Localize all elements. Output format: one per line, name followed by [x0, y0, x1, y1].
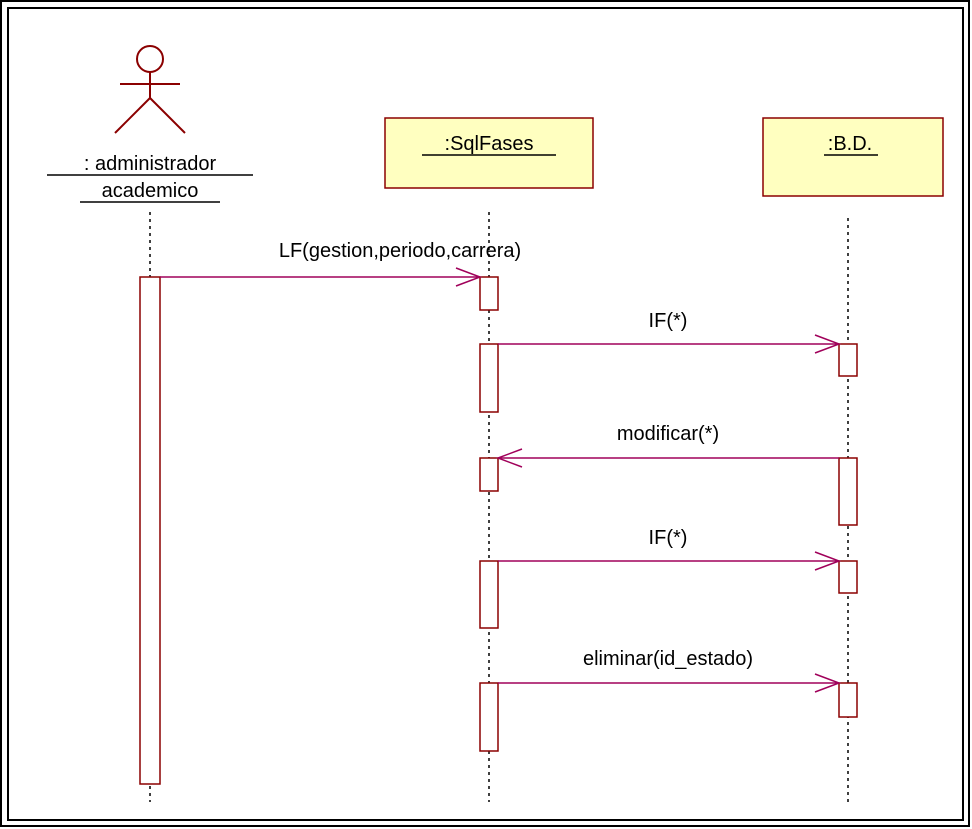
message-1-arrowhead-icon: [455, 267, 483, 287]
inner-frame: [7, 7, 964, 821]
object-box-sqlfases[interactable]: [384, 117, 594, 189]
message-2-label: IF(*): [649, 310, 688, 332]
activation-bd-1: [838, 343, 858, 377]
message-5-label: eliminar(id_estado): [583, 648, 753, 670]
actor-stick-figure-icon: [114, 45, 186, 134]
activation-sqlfases-5: [479, 682, 499, 752]
object-name-bd: :B.D.: [828, 133, 872, 155]
message-3[interactable]: modificar(*): [495, 423, 839, 468]
message-1-label: LF(gestion,periodo,carrera): [279, 240, 521, 262]
message-3-arrowhead-icon: [495, 448, 523, 468]
message-2-arrowhead-icon: [814, 334, 842, 354]
activation-bd-4: [838, 682, 858, 718]
message-5[interactable]: eliminar(id_estado): [498, 648, 842, 693]
activation-bd-2: [838, 457, 858, 526]
message-4-arrowhead-icon: [814, 551, 842, 571]
message-5-arrowhead-icon: [814, 673, 842, 693]
activation-sqlfases-4: [479, 560, 499, 629]
actor-name-line2: academico: [102, 180, 199, 202]
message-4-label: IF(*): [649, 527, 688, 549]
actor-name-line1: : administrador: [84, 153, 217, 175]
object-name-sqlfases: :SqlFases: [445, 133, 534, 155]
activation-bd-3: [838, 560, 858, 594]
message-3-label: modificar(*): [617, 423, 719, 445]
message-2[interactable]: IF(*): [498, 310, 842, 354]
activation-actor: [139, 276, 161, 785]
message-4[interactable]: IF(*): [498, 527, 842, 571]
object-box-bd[interactable]: [762, 117, 944, 197]
activation-sqlfases-1: [479, 276, 499, 311]
message-1[interactable]: LF(gestion,periodo,carrera): [160, 240, 521, 287]
activation-sqlfases-3: [479, 457, 499, 492]
activation-sqlfases-2: [479, 343, 499, 413]
